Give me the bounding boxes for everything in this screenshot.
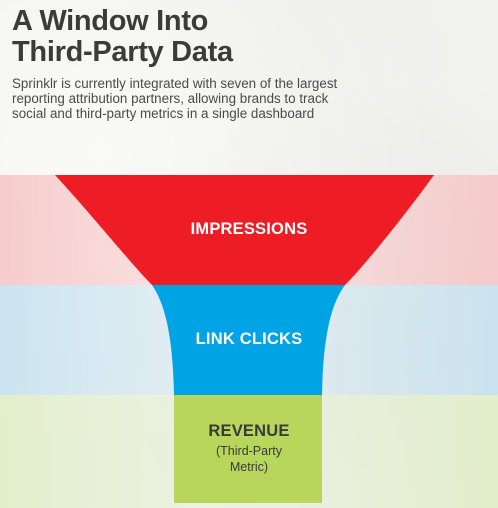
funnel-stage-impressions — [55, 175, 434, 285]
subtitle: Sprinklr is currently integrated with se… — [12, 76, 372, 121]
funnel-stage-link-clicks — [152, 285, 345, 395]
title-line-2: Third-Party Data — [12, 36, 233, 68]
revenue-label: REVENUE — [208, 422, 290, 440]
revenue-sublabel: (Third-Party Metric) — [0, 443, 498, 475]
revenue-sublabel-line-2: Metric) — [229, 460, 269, 474]
title-line-1: A Window Into — [12, 5, 209, 37]
subtitle-line-1: Sprinklr is currently integrated with se… — [12, 76, 338, 91]
funnel-stage-revenue — [174, 395, 322, 503]
impressions-label: IMPRESSIONS — [190, 220, 308, 238]
subtitle-line-2: reporting attribution partners, allowing… — [12, 91, 329, 106]
page-title: A Window Into Third-Party Data — [12, 6, 492, 68]
header: A Window Into Third-Party Data Sprinklr … — [12, 6, 492, 122]
revenue-sublabel-line-1: (Third-Party — [216, 444, 282, 458]
subtitle-line-3: social and third-party metrics in a sing… — [12, 106, 315, 121]
link-clicks-label: LINK CLICKS — [195, 330, 303, 348]
